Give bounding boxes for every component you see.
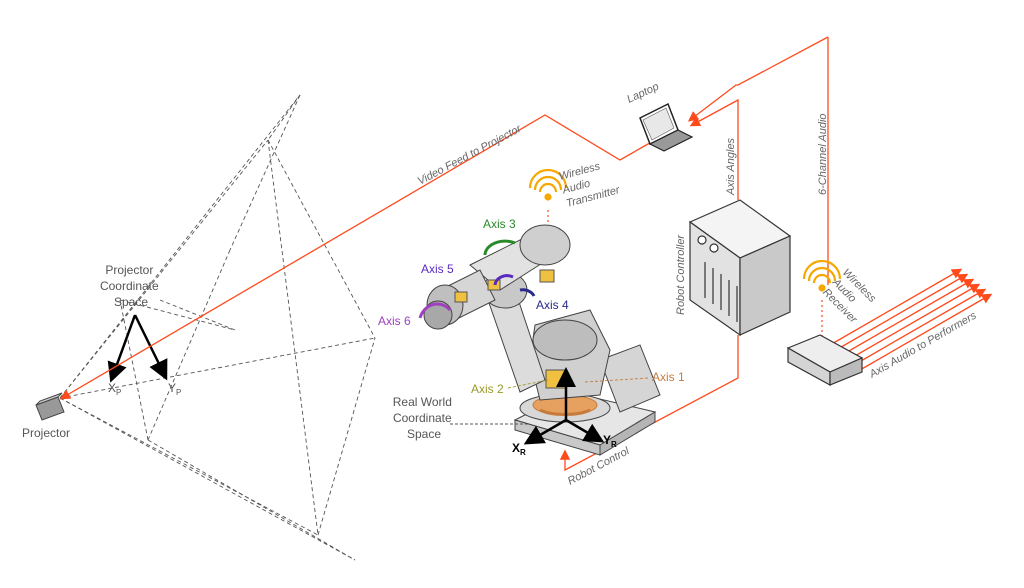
video-feed-label: Video Feed to Projector [416, 122, 525, 187]
robot-controller-cabinet [688, 199, 792, 337]
projector-axes [107, 314, 168, 383]
robot-controller-label: Robot Controller [675, 234, 687, 315]
projector-x-label: XP [108, 381, 121, 397]
axis2-leader [507, 379, 549, 389]
real-world-axes [523, 367, 605, 445]
audio-receiver-box [786, 334, 864, 387]
robot-arm [423, 224, 611, 401]
projector-space-label: Projector Coordinate Space [100, 263, 162, 309]
projector-y-label: YP [168, 381, 181, 397]
laptop-label: Laptop [625, 81, 661, 106]
axis5-label: Axis 5 [421, 262, 454, 276]
real-y-label: YR [603, 433, 617, 449]
real-world-space-label: Real World Coordinate Space [393, 395, 455, 441]
projector-label: Projector [22, 426, 70, 440]
axis6-label: Axis 6 [378, 314, 411, 328]
projection-frustum [59, 94, 376, 561]
laptop-device [639, 102, 694, 152]
wireless-receiver-icon [802, 259, 842, 292]
real-x-label: XR [512, 441, 526, 457]
axis3-label: Axis 3 [483, 217, 516, 231]
wireless-transmitter-label: Wireless Audio Transmitter [557, 157, 623, 210]
axis-audio-label: Axis Audio to Performers [867, 309, 979, 381]
axis1-label: Axis 1 [652, 370, 685, 384]
signal-lines [59, 36, 993, 472]
axis-angles-label: Axis Angles [725, 137, 737, 196]
axis2-label: Axis 2 [471, 382, 504, 396]
wireless-dotted-lines [547, 210, 823, 345]
axis1-leader [584, 377, 649, 383]
wireless-transmitter-icon [528, 168, 568, 201]
axis4-label: Axis 4 [536, 298, 569, 312]
six-channel-audio-label: 6-Channel Audio [817, 113, 829, 195]
projector-device [35, 392, 65, 421]
